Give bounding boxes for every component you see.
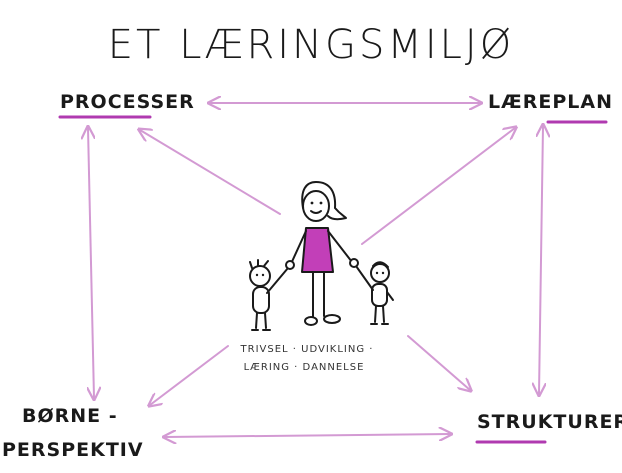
arrow-borne-strukturer xyxy=(165,434,450,437)
child-left-icon xyxy=(249,259,295,331)
adult-figure-icon xyxy=(289,181,353,326)
caption-line2: LÆRING · DANNELSE xyxy=(244,362,365,373)
arrow-center-processer xyxy=(140,130,281,215)
arrow-center-strukturer xyxy=(407,335,470,390)
node-processer: PROCESSER xyxy=(60,91,195,113)
node-borne-line2: PERSPEKTIV xyxy=(2,439,144,461)
arrow-center-laereplan xyxy=(361,128,515,245)
arrow-center-borne xyxy=(150,345,229,405)
arrow-laereplan-strukturer xyxy=(539,126,543,394)
node-strukturer: STRUKTURER xyxy=(477,411,622,433)
diagram-title: ET LÆRINGSMILJØ xyxy=(108,22,514,68)
node-borne-line1: BØRNE - xyxy=(22,405,118,427)
child-right-icon xyxy=(349,258,394,325)
caption-line1: TRIVSEL · UDVIKLING · xyxy=(240,344,374,355)
node-laereplan: LÆREPLAN xyxy=(488,91,613,113)
arrow-processer-borne xyxy=(88,128,94,398)
